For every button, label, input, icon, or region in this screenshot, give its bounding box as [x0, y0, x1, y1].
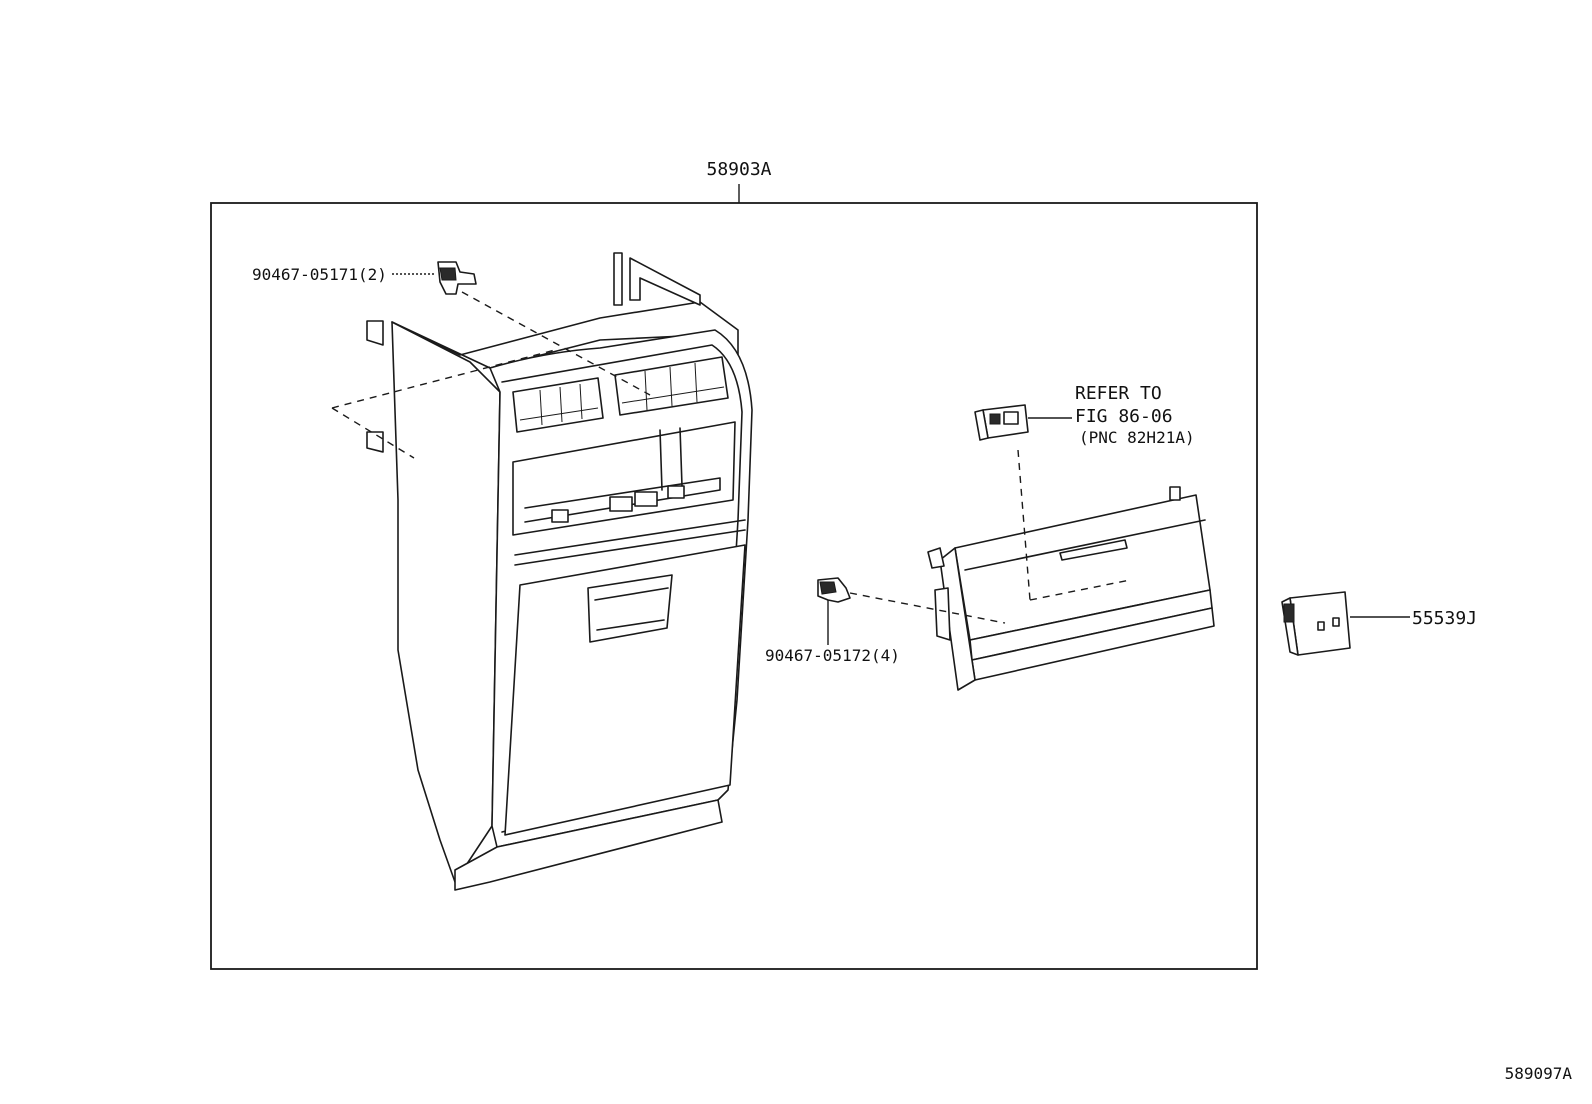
refer-line-3: (PNC 82H21A)	[1079, 428, 1195, 447]
panel-center-dash	[1029, 579, 1131, 601]
clip-mid-part	[817, 577, 851, 603]
clip-top-label: 90467-05171(2)	[252, 265, 387, 284]
ref-switch-part	[974, 404, 1029, 441]
refer-line-2: FIG 86-06	[1075, 406, 1173, 427]
refer-line-1: REFER TO	[1075, 383, 1162, 404]
console-box-part	[366, 252, 753, 891]
clip-mid-label: 90467-05172(4)	[765, 646, 900, 665]
side-tab-dash-b	[331, 407, 415, 459]
switch-55539j-part	[1281, 591, 1351, 656]
inner-panel-part	[927, 486, 1215, 691]
assembly-frame	[210, 202, 1258, 970]
clip-mid-dash	[849, 592, 1006, 624]
clip-top-dash	[461, 291, 651, 396]
figure-id: 589097A	[1505, 1064, 1573, 1083]
switch-label: 55539J	[1412, 608, 1477, 629]
assembly-label: 58903A	[706, 159, 771, 180]
clip-top-part	[437, 261, 477, 295]
